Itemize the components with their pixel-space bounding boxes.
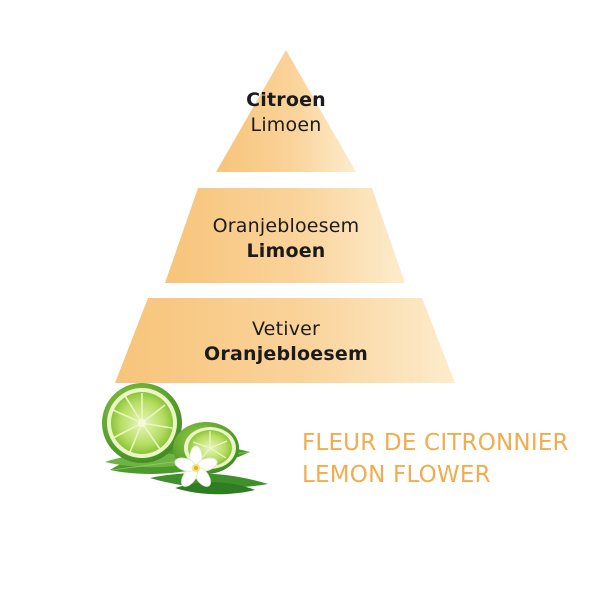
middle-note-1: Oranjebloesem	[212, 215, 360, 237]
product-name: FLEUR DE CITRONNIER LEMON FLOWER	[302, 427, 592, 491]
base-note-2: Oranjebloesem	[204, 343, 368, 365]
pyramid-middle-tier	[165, 188, 405, 283]
product-name-en: LEMON FLOWER	[302, 462, 491, 488]
top-note-2: Limoen	[250, 114, 322, 136]
middle-note-2: Limoen	[246, 240, 326, 262]
top-note-1: Citroen	[246, 89, 326, 111]
pyramid-base-tier	[115, 298, 455, 383]
product-name-fr: FLEUR DE CITRONNIER	[302, 430, 569, 456]
lime-and-blossom-icon	[102, 383, 268, 495]
base-note-1: Vetiver	[251, 318, 321, 340]
pyramid-middle-notes: Oranjebloesem Limoen	[186, 214, 386, 264]
pyramid-top-tier	[216, 50, 356, 172]
pyramid-base-notes: Vetiver Oranjebloesem	[186, 317, 386, 367]
pyramid-top-notes: Citroen Limoen	[206, 88, 366, 138]
